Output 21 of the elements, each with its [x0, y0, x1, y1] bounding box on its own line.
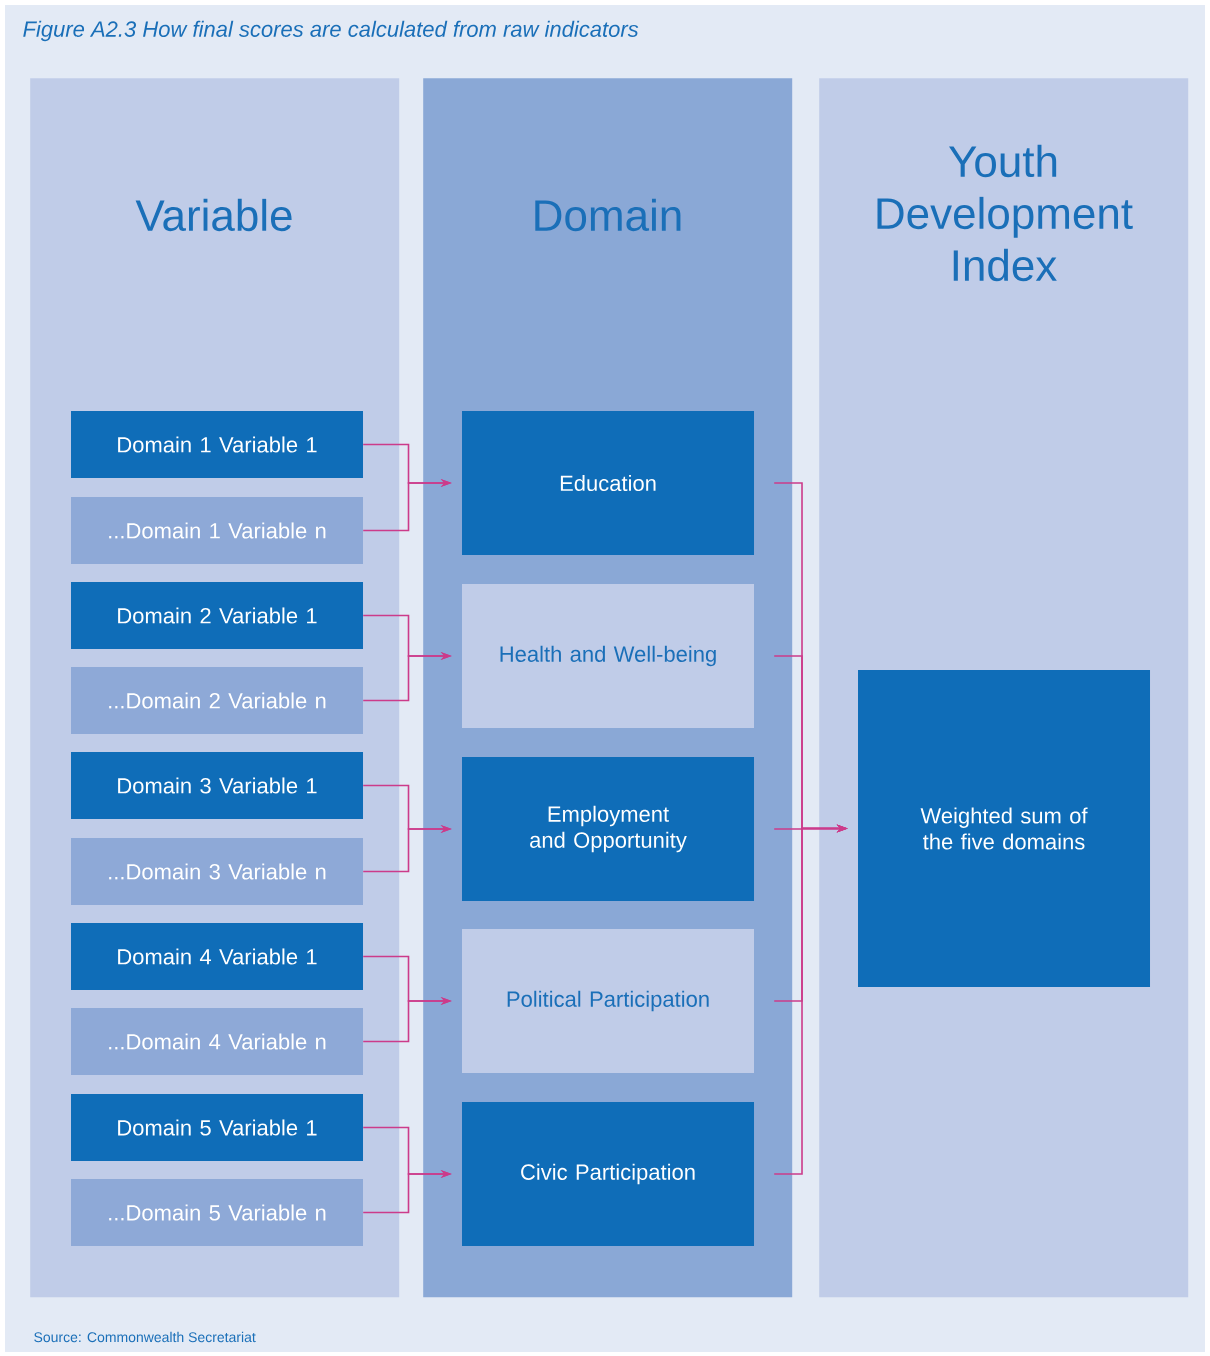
variable-box: ...Domain 5 Variable n: [71, 1179, 363, 1246]
column-heading: Variable: [135, 198, 292, 232]
index-box: Weighted sum of the five domains: [858, 670, 1150, 987]
domain-box: Political Participation: [462, 929, 754, 1073]
column-heading: Youth Development Index: [877, 144, 1133, 282]
variable-box: Domain 5 Variable 1: [71, 1094, 363, 1161]
variable-box: Domain 1 Variable 1: [71, 411, 363, 478]
source-note: Source: Commonwealth Secretariat: [34, 1331, 256, 1343]
variable-box: ...Domain 1 Variable n: [71, 497, 363, 564]
domain-box: Employment and Opportunity: [462, 757, 754, 901]
variable-box: Domain 3 Variable 1: [71, 752, 363, 819]
variable-box: ...Domain 2 Variable n: [71, 667, 363, 734]
figure-title: Figure A2.3 How final scores are calculated from raw indicators: [23, 20, 639, 42]
domain-box: Health and Well-being: [462, 584, 754, 728]
domain-box: Civic Participation: [462, 1102, 754, 1246]
variable-box: ...Domain 4 Variable n: [71, 1008, 363, 1075]
variable-box: ...Domain 3 Variable n: [71, 838, 363, 905]
variable-box: Domain 4 Variable 1: [71, 923, 363, 990]
column-heading: Domain: [535, 198, 681, 232]
variable-box: Domain 2 Variable 1: [71, 582, 363, 649]
domain-box: Education: [462, 411, 754, 555]
